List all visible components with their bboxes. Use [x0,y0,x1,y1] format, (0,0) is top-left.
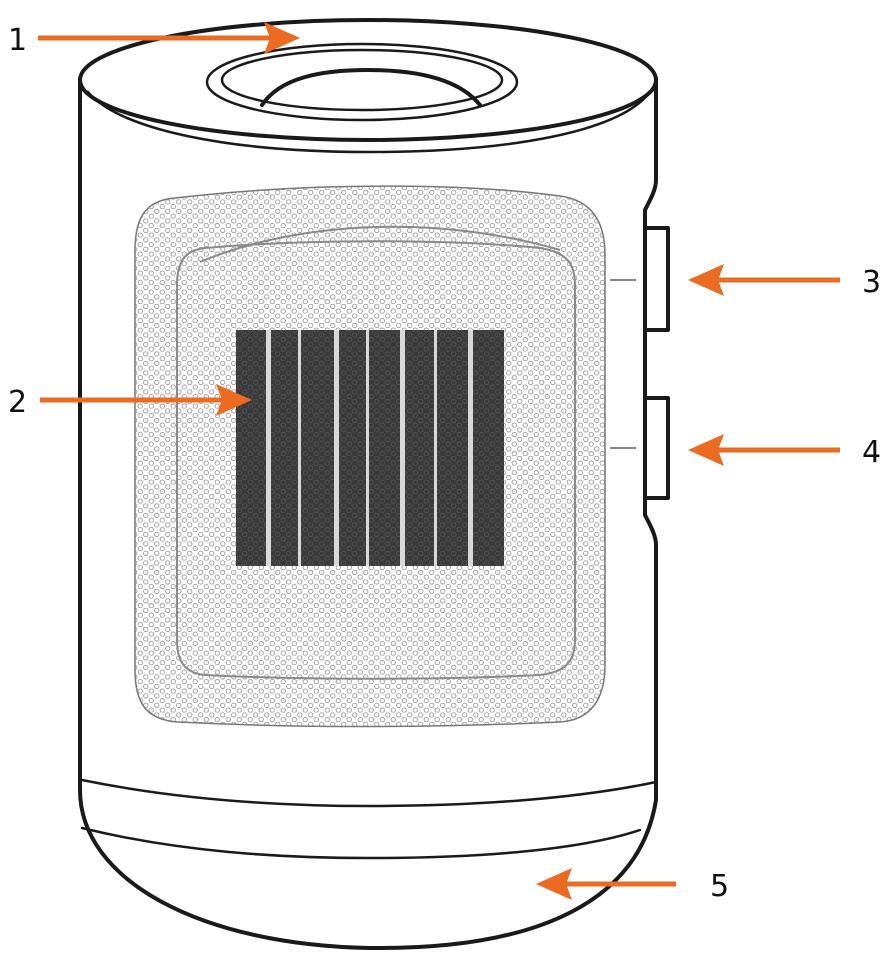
top-rim-lip [86,90,652,154]
callout-arrow-4 [688,434,840,466]
callout-label-1: 1 [8,23,27,58]
heating-element-block [236,330,504,566]
grill-curve-top [199,225,561,263]
body-outline [78,78,658,951]
callout-label-2: 2 [8,385,27,420]
upper-side-button[interactable] [610,226,670,332]
lower-button-shape [643,396,670,500]
callout-arrow-2 [40,384,252,416]
base-seam-upper [80,778,658,808]
heating-element [236,330,504,566]
top-rim [78,18,658,142]
callout-label-4: 4 [862,435,881,470]
grill-inner-frame [176,240,576,680]
top-vent-inner [220,48,504,112]
callout-arrow-3 [688,264,840,296]
callout-arrow-5 [536,868,676,900]
top-vent-ring [205,42,519,122]
callout-label-5: 5 [710,869,729,904]
callout-label-3: 3 [862,265,881,300]
lower-side-button[interactable] [610,396,670,500]
top-vent-dome [260,68,482,107]
heater-body [78,18,658,951]
callout-arrow-1 [38,22,300,54]
upper-button-shape [643,226,670,332]
base-seam-lower [80,826,642,860]
heating-element-fins [266,330,473,566]
